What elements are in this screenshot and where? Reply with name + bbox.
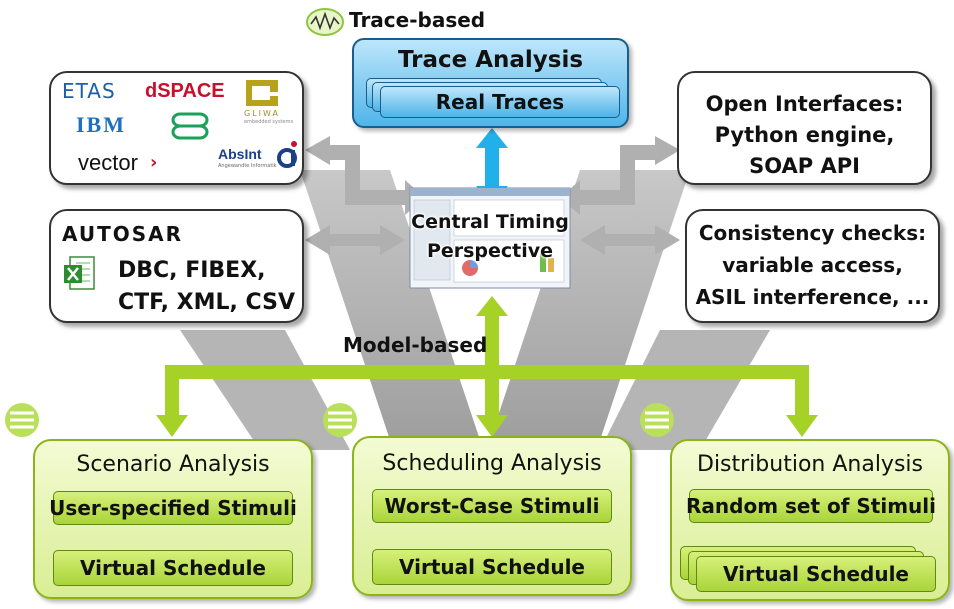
formats-line2: CTF, XML, CSV xyxy=(118,290,295,315)
central-timing-line2: Perspective xyxy=(426,240,554,262)
gray-arrow-interfaces xyxy=(560,136,680,215)
green-s-icon-2 xyxy=(323,403,357,437)
gliwa-label: GLIWA xyxy=(244,109,280,118)
consistency-line2: variable access, xyxy=(722,253,903,277)
trace-based-label: Trace-based xyxy=(349,8,486,32)
consistency-line1: Consistency checks: xyxy=(698,221,927,245)
consistency-line3: ASIL interference, ... xyxy=(695,285,930,309)
random-stimuli-bar[interactable]: Random set of Stimuli xyxy=(686,489,936,523)
central-screenshot-icon xyxy=(409,187,571,289)
gliwa-icon xyxy=(246,80,278,106)
interfaces-line1: Open Interfaces: xyxy=(705,92,904,116)
real-traces-label: Real Traces xyxy=(435,90,565,114)
interfaces-line2: Python engine, xyxy=(714,123,895,147)
eb-logo xyxy=(170,110,210,146)
distribution-virtual-schedule-bar[interactable]: Virtual Schedule xyxy=(696,556,936,592)
green-s-icon-3 xyxy=(640,403,674,437)
gray-arrow-vendors xyxy=(305,136,425,215)
scenario-virtual-schedule-label: Virtual Schedule xyxy=(80,556,266,580)
gliwa-sublabel: embedded systems xyxy=(244,119,294,125)
blue-arrow-trace xyxy=(476,128,508,206)
dspace-logo: dSPACE xyxy=(145,80,225,102)
green-s-icon-1 xyxy=(5,403,39,437)
scheduling-virtual-schedule-label: Virtual Schedule xyxy=(399,555,585,579)
central-timing-line1: Central Timing xyxy=(411,211,569,233)
excel-file-icon xyxy=(64,256,95,290)
etas-logo: ETAS xyxy=(62,79,116,103)
absint-logo: AbsInt xyxy=(218,146,262,162)
interfaces-line3: SOAP API xyxy=(749,154,860,178)
absint-icon xyxy=(277,141,297,168)
left-lower-funnel xyxy=(180,330,350,450)
gray-arrow-formats xyxy=(305,225,405,255)
distribution-virtual-schedule-label: Virtual Schedule xyxy=(723,562,909,586)
distribution-analysis-title: Distribution Analysis xyxy=(697,452,923,477)
random-stimuli-label: Random set of Stimuli xyxy=(686,494,936,518)
model-based-label: Model-based xyxy=(343,333,488,357)
green-arrows xyxy=(156,296,818,437)
trace-wave-icon xyxy=(306,8,344,36)
ibm-logo: IBM xyxy=(76,112,126,137)
scenario-analysis-title: Scenario Analysis xyxy=(76,452,270,477)
absint-a-icon xyxy=(276,140,298,172)
real-traces-bar[interactable]: Real Traces xyxy=(380,86,620,118)
scheduling-analysis-title: Scheduling Analysis xyxy=(382,451,602,476)
eb-icon xyxy=(171,112,209,140)
gray-arrow-consistency xyxy=(580,225,680,255)
user-specified-stimuli-label: User-specified Stimuli xyxy=(49,496,297,520)
worst-case-stimuli-label: Worst-Case Stimuli xyxy=(384,494,600,518)
consistency-box xyxy=(685,209,940,323)
interfaces-box xyxy=(677,71,932,185)
trace-analysis-title: Trace Analysis xyxy=(397,47,584,73)
vector-logo: vector xyxy=(78,150,138,175)
absint-sublabel: Angewandte Informatik xyxy=(218,163,277,169)
worst-case-stimuli-bar[interactable]: Worst-Case Stimuli xyxy=(372,489,612,523)
excel-icon xyxy=(62,255,98,295)
scheduling-virtual-schedule-bar[interactable]: Virtual Schedule xyxy=(372,549,612,585)
gliwa-logo-mark xyxy=(244,78,280,108)
scenario-virtual-schedule-bar[interactable]: Virtual Schedule xyxy=(53,550,293,586)
formats-line1: DBC, FIBEX, xyxy=(118,258,266,283)
user-specified-stimuli-bar[interactable]: User-specified Stimuli xyxy=(49,491,297,525)
autosar-logo: AUTOSAR xyxy=(62,222,184,246)
vector-chevron-icon: › xyxy=(150,152,158,173)
